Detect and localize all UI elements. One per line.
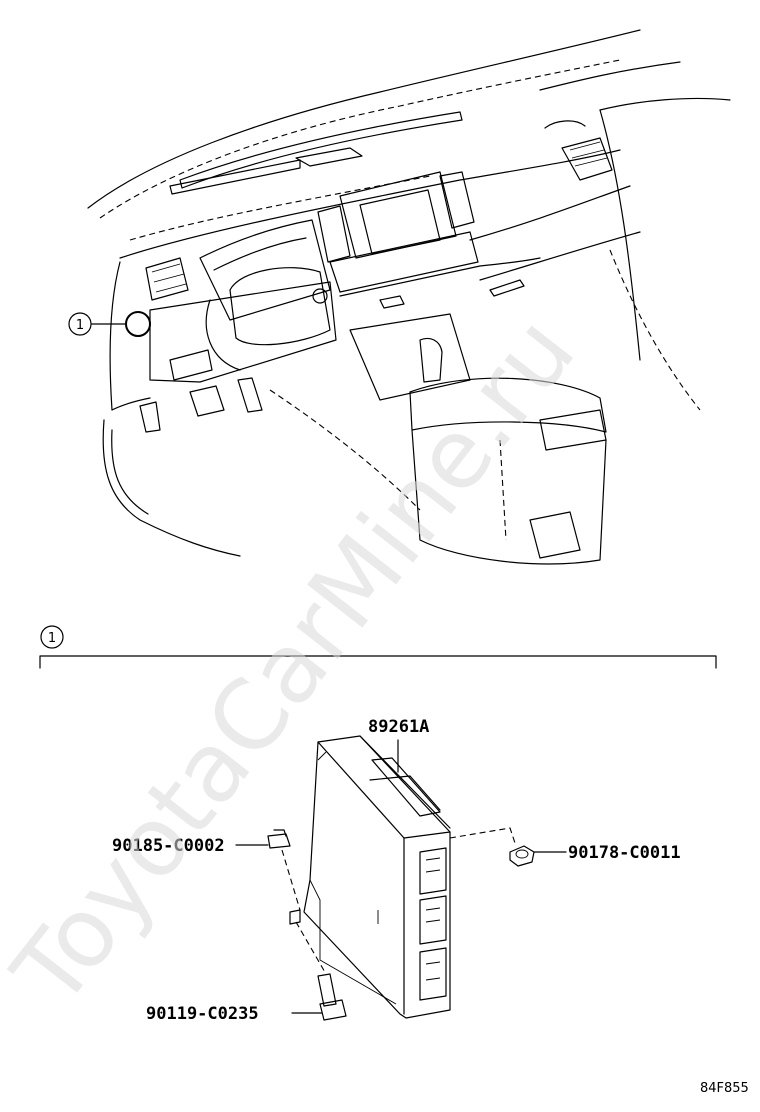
clip-dashed-line <box>281 849 301 911</box>
watermark: ToyotaCarMine.ru <box>0 296 596 1027</box>
nut-drawing <box>509 845 535 867</box>
bolt-drawing <box>317 973 347 1021</box>
part-number-clip[interactable]: 90185-C0002 <box>112 836 225 856</box>
ecu-module-drawing <box>289 735 451 1019</box>
section-number: 1 <box>48 631 56 646</box>
section-header: 1 <box>39 625 717 669</box>
diagram-code: 84F855 <box>700 1081 749 1096</box>
part-number-ecu[interactable]: 89261A <box>368 717 429 737</box>
part-number-nut[interactable]: 90178-C0011 <box>568 843 681 863</box>
part-number-bolt[interactable]: 90119-C0235 <box>146 1004 259 1024</box>
clip-drawing <box>267 829 291 849</box>
nut-dashed-line <box>449 827 517 847</box>
dashboard-illustration <box>87 29 731 565</box>
bolt-dashed-line <box>295 921 327 975</box>
location-callout: 1 <box>68 311 151 337</box>
callout-number: 1 <box>76 318 84 333</box>
